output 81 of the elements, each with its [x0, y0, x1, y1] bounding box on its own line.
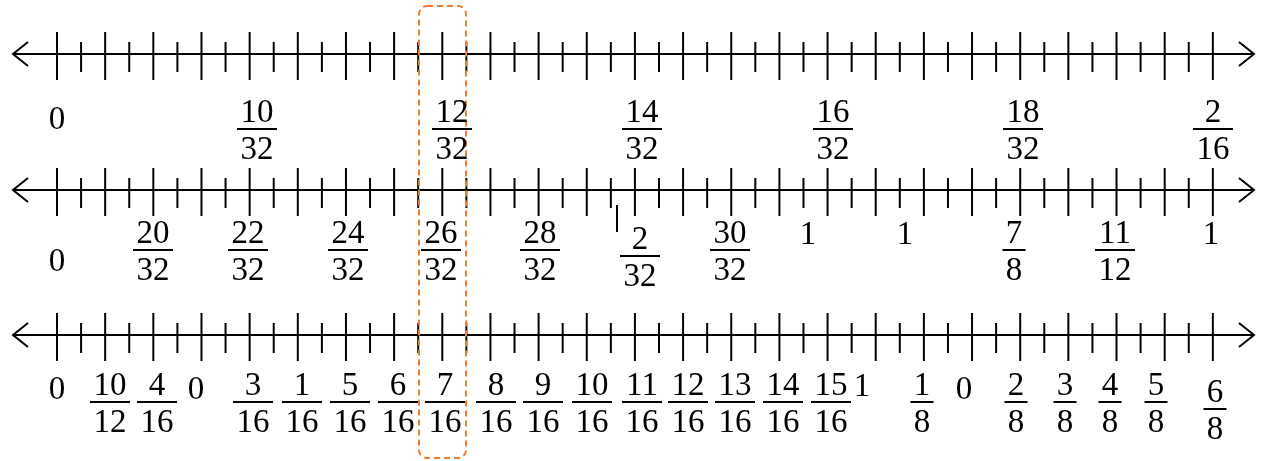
number-label: 10: [575, 367, 609, 401]
number-label: 20: [136, 215, 170, 249]
number-label: 0: [187, 371, 205, 405]
number-label: 1: [913, 367, 931, 401]
number-label: 12: [435, 94, 469, 128]
number-label: 1: [293, 367, 311, 401]
number-label: 28: [523, 215, 557, 249]
number-label: 16: [766, 404, 800, 438]
number-label: 32: [523, 252, 557, 286]
number-label: 6: [1206, 374, 1224, 408]
number-label: 16: [671, 404, 705, 438]
number-label: 32: [713, 252, 747, 286]
number-label: 16: [333, 404, 367, 438]
number-label: 16: [814, 404, 848, 438]
number-label: 15: [814, 367, 848, 401]
number-label: 3: [244, 367, 262, 401]
number-label: 16: [816, 94, 850, 128]
number-label: 7: [436, 367, 454, 401]
number-label: 32: [1006, 131, 1040, 165]
number-label: 0: [48, 371, 66, 405]
number-label: 12: [1098, 252, 1132, 286]
number-label: 16: [625, 404, 659, 438]
number-label: 3: [1056, 367, 1074, 401]
number-label: 16: [381, 404, 415, 438]
number-label: 8: [1101, 404, 1119, 438]
number-label: 22: [231, 215, 265, 249]
number-label: 16: [479, 404, 513, 438]
number-label: 12: [93, 404, 127, 438]
number-label: 32: [240, 131, 274, 165]
number-label: 8: [1007, 404, 1025, 438]
number-label: 18: [1006, 94, 1040, 128]
number-label: 8: [1056, 404, 1074, 438]
number-label: 0: [955, 371, 973, 405]
number-label: 1: [896, 216, 914, 250]
number-label: 12: [671, 367, 705, 401]
number-label: 26: [424, 215, 458, 249]
number-label: 2: [631, 221, 649, 255]
number-label: 16: [575, 404, 609, 438]
number-label: 32: [231, 252, 265, 286]
number-label: 32: [331, 252, 365, 286]
number-label: 32: [623, 258, 657, 292]
number-label: 8: [913, 404, 931, 438]
number-label: 16: [428, 404, 462, 438]
number-label: 32: [136, 252, 170, 286]
number-label: 11: [1099, 215, 1131, 249]
number-label: 5: [341, 367, 359, 401]
number-label: 32: [424, 252, 458, 286]
number-label: 0: [48, 101, 66, 135]
number-label: 1: [1202, 216, 1220, 250]
number-label: 32: [816, 131, 850, 165]
number-label: 32: [435, 131, 469, 165]
number-label: 16: [140, 404, 174, 438]
number-label: 8: [1147, 404, 1165, 438]
number-label: 11: [626, 367, 658, 401]
number-label: 8: [1005, 252, 1023, 286]
number-label: 8: [1206, 411, 1224, 445]
number-label: 14: [766, 367, 800, 401]
number-label: 7: [1005, 215, 1023, 249]
number-label: 10: [240, 94, 274, 128]
number-label: 2: [1204, 94, 1222, 128]
number-label: 9: [534, 367, 552, 401]
number-label: 24: [331, 215, 365, 249]
number-label: 6: [389, 367, 407, 401]
number-label: 16: [718, 404, 752, 438]
number-label: 5: [1147, 367, 1165, 401]
number-label: 16: [1196, 131, 1230, 165]
number-label: 4: [1101, 367, 1119, 401]
number-label: 10: [93, 367, 127, 401]
number-label: 14: [625, 94, 659, 128]
number-label: 30: [713, 215, 747, 249]
number-label: 13: [718, 367, 752, 401]
number-label: 0: [48, 243, 66, 277]
number-label: 16: [285, 404, 319, 438]
number-label: 4: [148, 367, 166, 401]
number-label: 1: [853, 368, 871, 402]
number-label: 16: [236, 404, 270, 438]
number-label: 8: [487, 367, 505, 401]
number-label: 1: [799, 216, 817, 250]
number-label: 2: [1007, 367, 1025, 401]
number-label: 32: [625, 131, 659, 165]
number-label: 16: [526, 404, 560, 438]
